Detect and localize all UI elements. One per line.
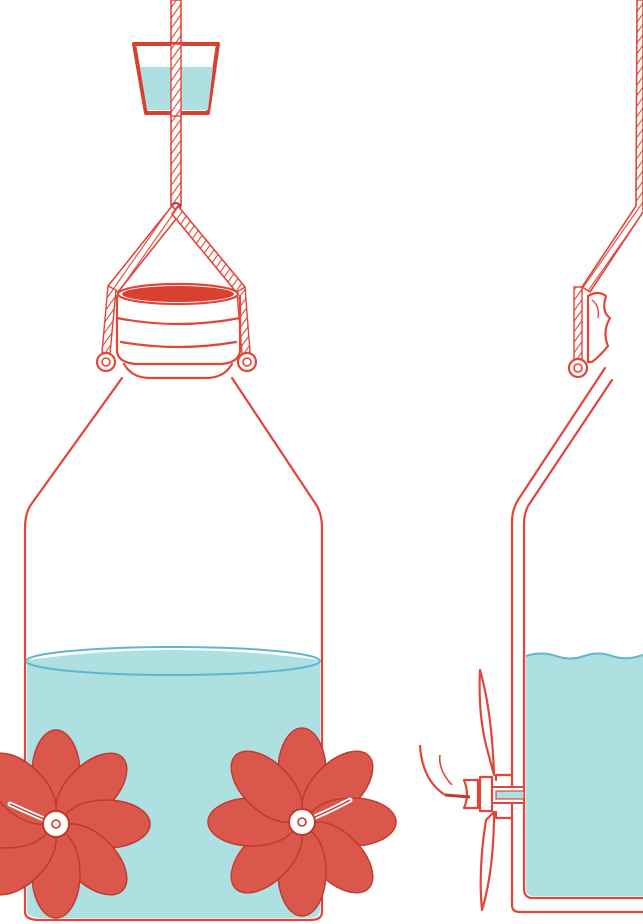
harness-ring-left <box>97 353 115 371</box>
rope-harness <box>102 206 250 354</box>
side-view-feeder <box>420 0 643 912</box>
front-view-feeder <box>0 0 396 920</box>
bottle-cap <box>97 284 256 371</box>
hanging-rope <box>582 0 643 292</box>
cap-top-opening <box>122 286 234 302</box>
harness-ring-right <box>238 353 256 371</box>
nectar <box>526 654 643 897</box>
feeding-port-right <box>208 728 396 916</box>
ant-moat-cup <box>134 44 218 116</box>
feeding-port <box>420 670 524 910</box>
